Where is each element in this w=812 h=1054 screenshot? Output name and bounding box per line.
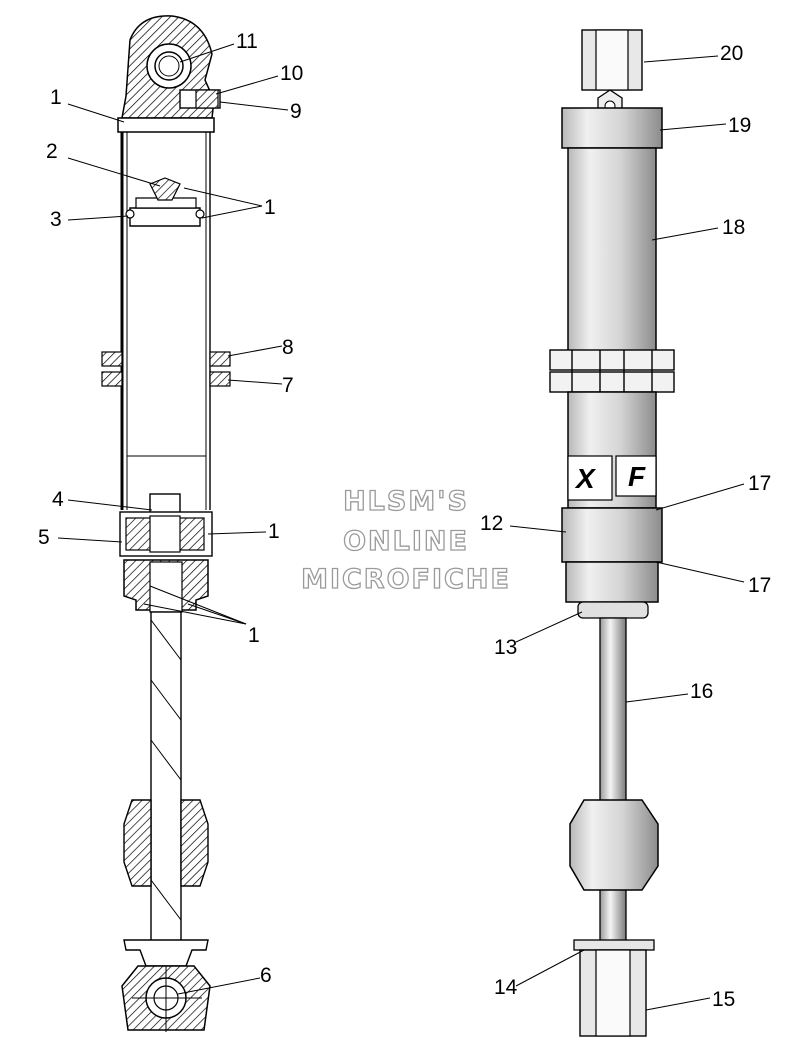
bottom-out-bumper — [123, 799, 209, 887]
right-callout-8: 14 — [494, 976, 518, 999]
bumper-cup — [573, 939, 655, 951]
right-callout-1: 19 — [728, 114, 751, 137]
decal-letter-f: F — [628, 461, 646, 492]
right-callout-5: 17 — [748, 574, 771, 597]
left-callout-7: 8 — [282, 336, 294, 359]
decal-letter-x: X — [574, 463, 597, 494]
shaft — [150, 611, 182, 943]
right-callout-2: 18 — [722, 216, 745, 239]
left-callout-12: 1 — [248, 624, 260, 647]
left-callout-5: 1 — [264, 196, 276, 219]
left-callout-6: 3 — [50, 208, 62, 231]
left-callout-10: 1 — [268, 520, 280, 543]
right-callout-7: 16 — [690, 680, 713, 703]
left-callout-13: 6 — [260, 964, 272, 987]
bumper-external — [569, 799, 659, 891]
body-tube-external — [567, 147, 657, 355]
watermark-line-1: HLSM'S — [343, 486, 469, 517]
seal-housing — [565, 561, 659, 603]
leader-lines — [57, 43, 745, 1011]
fox-decal: X F — [567, 455, 657, 501]
left-callouts: 11 10 9 1 2 1 3 8 7 4 1 5 1 6 — [38, 30, 303, 987]
left-callout-8: 7 — [282, 374, 294, 397]
left-callout-0: 11 — [236, 30, 258, 53]
right-callout-9: 15 — [712, 988, 735, 1011]
body-tube — [117, 117, 215, 510]
right-callout-4: 12 — [480, 512, 503, 535]
external-view: X F — [549, 29, 675, 1037]
left-callout-3: 1 — [50, 86, 62, 109]
left-callout-11: 5 — [38, 526, 50, 549]
wiper — [577, 601, 649, 619]
watermark-line-3: MICROFICHE — [301, 564, 511, 595]
sectional-view — [101, 15, 231, 1032]
preload-collars — [549, 349, 675, 393]
right-callout-6: 13 — [494, 636, 517, 659]
main-piston — [119, 493, 213, 557]
floating-piston — [125, 177, 205, 227]
left-callout-1: 10 — [280, 62, 303, 85]
watermark-line-2: ONLINE — [343, 526, 469, 557]
schrader-valve — [179, 89, 221, 109]
right-callout-3: 17 — [748, 472, 771, 495]
bottom-eyelet — [121, 939, 211, 1032]
right-callout-0: 20 — [720, 42, 743, 65]
spring-collar — [101, 351, 231, 387]
seal-head — [123, 559, 209, 613]
watermark: HLSM'S ONLINE MICROFICHE — [300, 485, 511, 595]
shaft-external — [599, 617, 627, 949]
left-callout-9: 4 — [52, 488, 64, 511]
body-cap — [561, 107, 663, 149]
left-callout-2: 9 — [290, 100, 302, 123]
left-callout-4: 2 — [46, 140, 58, 163]
bearing-cap — [561, 507, 663, 563]
right-callouts: 20 19 18 17 12 17 13 16 14 15 — [480, 42, 771, 1011]
